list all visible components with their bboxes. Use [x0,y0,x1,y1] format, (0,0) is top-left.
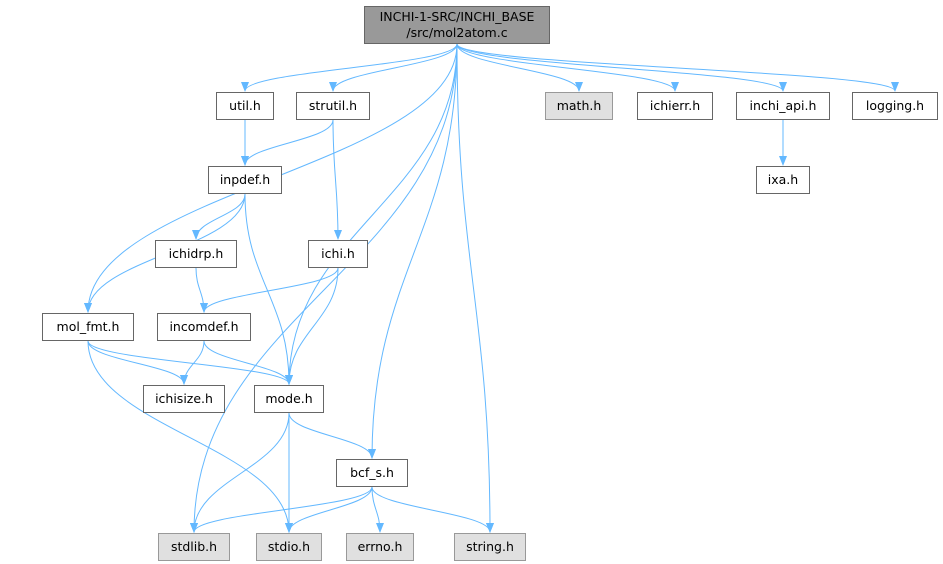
edge-inpdef-h-to-mode-h [244,193,293,385]
edge-inpdef-h-to-ichidrp-h [192,193,246,240]
node-logging-h[interactable]: logging.h [852,92,938,120]
node-string-h[interactable]: string.h [454,533,526,561]
edge-root-to-bcf-s-h [368,43,458,459]
node-ichierr-h[interactable]: ichierr.h [637,92,713,120]
node-mode-h[interactable]: mode.h [254,385,324,413]
node-ichidrp-h[interactable]: ichidrp.h [155,240,237,268]
edge-bcf-s-h-to-errno-h [371,486,384,533]
node-inchi-api-h[interactable]: inchi_api.h [736,92,830,120]
edge-ichi-h-to-incomdef-h [200,267,339,313]
node-stdio-h[interactable]: stdio.h [256,533,322,561]
edge-root-to-ichierr-h [456,43,679,92]
edge-root-to-math-h [456,43,583,92]
node-strutil-h[interactable]: strutil.h [296,92,370,120]
edge-ichi-h-to-mode-h [285,267,339,385]
edge-root-to-stdlib-h [190,43,458,533]
node-inpdef-h[interactable]: inpdef.h [208,166,282,194]
edge-root-to-logging-h [456,43,899,92]
root-file-path-line1: INCHI-1-SRC/INCHI_BASE [379,9,535,24]
node-incomdef-h[interactable]: incomdef.h [157,313,251,341]
root-file-node[interactable]: INCHI-1-SRC/INCHI_BASE /src/mol2atom.c [364,6,550,44]
edge-mode-h-to-stdlib-h [190,412,290,533]
edge-bcf-s-h-to-string-h [371,486,494,533]
node-mol-fmt-h[interactable]: mol_fmt.h [42,313,134,341]
edge-bcf-s-h-to-stdio-h [285,486,373,533]
edge-strutil-h-to-ichi-h [332,119,342,240]
edge-incomdef-h-to-ichisize-h [180,340,205,385]
edge-root-to-strutil-h [329,43,458,92]
edge-root-to-inchi-api-h [456,43,787,92]
edge-root-to-mode-h [285,43,458,385]
edge-ichidrp-h-to-incomdef-h [195,267,208,313]
node-ichi-h[interactable]: ichi.h [308,240,368,268]
node-bcf-s-h[interactable]: bcf_s.h [336,459,408,487]
edge-mol-fmt-h-to-mode-h [87,340,293,385]
node-errno-h[interactable]: errno.h [346,533,414,561]
node-ichisize-h[interactable]: ichisize.h [143,385,225,413]
edge-root-to-string-h [456,43,494,533]
edge-bcf-s-h-to-stdlib-h [190,486,373,533]
root-file-path-line2: /src/mol2atom.c [406,25,508,40]
node-stdlib-h[interactable]: stdlib.h [158,533,230,561]
node-math-h[interactable]: math.h [545,92,613,120]
edge-incomdef-h-to-mode-h [203,340,293,385]
edge-strutil-h-to-inpdef-h [241,119,334,166]
node-util-h[interactable]: util.h [216,92,274,120]
edge-mol-fmt-h-to-ichisize-h [87,340,188,385]
edge-root-to-util-h [241,43,458,92]
node-ixa-h[interactable]: ixa.h [756,166,810,194]
edge-mode-h-to-bcf-s-h [288,412,376,459]
edge-mol-fmt-h-to-stdio-h [87,340,293,533]
